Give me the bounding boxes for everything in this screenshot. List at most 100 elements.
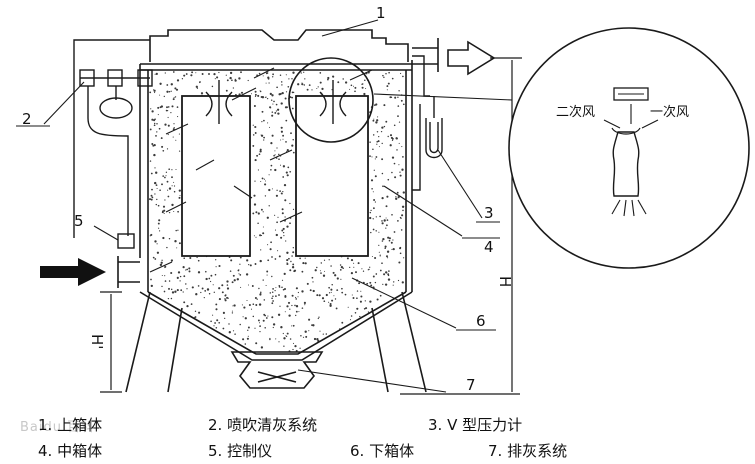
dust-particle: [373, 169, 375, 171]
watermark: Baidu 百科: [20, 420, 96, 435]
dust-particle: [291, 107, 294, 110]
dust-particle: [263, 313, 266, 316]
dust-particle: [347, 306, 349, 308]
dust-particle: [277, 216, 279, 218]
dust-particle: [271, 291, 274, 293]
dust-particle: [176, 106, 179, 108]
dust-particle: [350, 315, 353, 317]
dust-particle: [301, 83, 304, 86]
dust-particle: [243, 306, 246, 309]
dust-particle: [247, 284, 250, 286]
dust-particle: [183, 257, 185, 260]
dust-particle: [384, 283, 388, 286]
housing-outline: [125, 29, 427, 393]
dust-particle: [153, 122, 156, 125]
dust-particle: [271, 275, 273, 278]
dust-particle: [162, 236, 165, 240]
dust-particle: [263, 136, 265, 139]
dust-particle: [199, 81, 201, 83]
dust-particle: [261, 121, 263, 123]
dust-particle: [342, 78, 344, 80]
callout-2: 2: [22, 110, 32, 128]
dust-particle: [330, 291, 332, 293]
dust-particle: [170, 83, 173, 86]
dust-particle: [291, 325, 293, 327]
dust-particle: [149, 91, 152, 94]
dust-particle: [356, 290, 359, 292]
dust-particle: [381, 126, 384, 129]
dust-particle: [236, 278, 239, 281]
dust-particle: [279, 190, 281, 192]
dust-particle: [276, 108, 280, 111]
dust-particle: [366, 282, 369, 285]
dust-particle: [340, 265, 344, 269]
dust-particle: [265, 284, 267, 287]
dust-particle: [386, 195, 389, 198]
detail-circle: [288, 57, 374, 143]
dust-particle: [272, 103, 274, 105]
dust-particle: [165, 175, 167, 177]
dust-particle: [258, 322, 261, 324]
dust-particle: [167, 116, 169, 119]
dust-particle: [391, 137, 394, 140]
dust-particle: [274, 258, 277, 260]
dust-particle: [216, 76, 219, 79]
dust-particle: [278, 158, 280, 161]
dust-particle: [336, 277, 339, 280]
dust-particle: [402, 257, 405, 259]
inset-detail: 二次风 一次风: [508, 27, 750, 269]
dust-particle: [156, 243, 158, 245]
dust-particle: [163, 212, 165, 214]
dust-particle: [303, 301, 306, 304]
dust-particle: [320, 272, 322, 274]
dust-particle: [385, 120, 388, 123]
dust-particle: [206, 288, 210, 291]
dust-particle: [370, 231, 372, 234]
gauge-tube-top: [412, 55, 430, 97]
dust-particle: [150, 284, 153, 288]
dust-particle: [400, 72, 402, 75]
outlet-arrow: [447, 40, 496, 76]
dust-particle: [283, 337, 286, 340]
dust-particle: [278, 294, 280, 296]
dust-particle: [316, 294, 319, 297]
dust-particle: [337, 81, 340, 84]
leader-3: [437, 149, 483, 219]
dust-particle: [256, 154, 259, 157]
dust-particle: [271, 297, 273, 300]
dust-particle: [149, 128, 152, 131]
dust-particle: [221, 284, 224, 287]
dust-particle: [252, 144, 255, 147]
dust-particle: [311, 89, 313, 91]
dust-particle: [329, 304, 332, 307]
dust-particle: [392, 284, 394, 286]
dust-particle: [158, 219, 161, 222]
dust-particle: [281, 229, 284, 232]
dust-particle: [281, 286, 283, 289]
dust-particle: [292, 263, 295, 266]
dust-particle: [390, 241, 393, 244]
dust-particle: [200, 92, 204, 95]
dust-particle: [286, 174, 289, 177]
dust-particle: [271, 114, 274, 117]
dust-particle: [279, 164, 282, 166]
dust-particle: [255, 236, 257, 238]
dust-particle: [257, 319, 260, 322]
dust-particle: [387, 82, 390, 85]
dust-particle: [197, 271, 201, 274]
dust-particle: [218, 321, 221, 324]
dust-particle: [398, 121, 401, 123]
dust-particle: [398, 142, 400, 144]
dust-particle: [401, 281, 404, 284]
dust-particle: [392, 281, 395, 283]
dust-particle: [280, 130, 283, 133]
dust-particle: [391, 156, 395, 159]
dust-particle: [239, 256, 242, 259]
dust-particle: [275, 295, 277, 297]
dust-particle: [263, 299, 266, 301]
dust-particle: [274, 154, 276, 156]
dust-particle: [268, 205, 270, 207]
dust-particle: [186, 268, 189, 271]
dust-particle: [284, 311, 286, 313]
dust-particle: [311, 276, 314, 279]
